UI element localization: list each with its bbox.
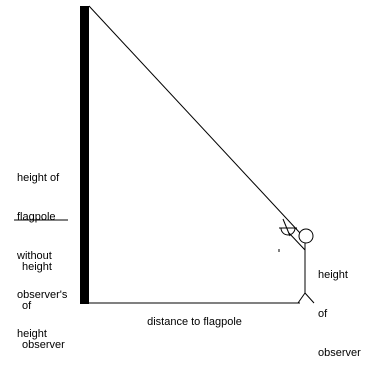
protractor-tick	[282, 218, 291, 237]
flagpole-height-label-line: observer's	[17, 289, 68, 301]
observer-height-label-left: height of observer	[22, 235, 65, 365]
observer-height-label-line: height	[22, 261, 52, 273]
observer-figure	[288, 228, 315, 304]
flagpole-height-label-line: flagpole	[17, 211, 56, 223]
observer-height-label-line: observer	[318, 347, 361, 359]
flagpole-diagram	[14, 5, 315, 304]
observer-head	[298, 228, 314, 244]
flagpole-height-label-line: height of	[17, 172, 60, 184]
observer-height-label-right: height of observer	[318, 243, 361, 373]
sighting-instrument	[279, 218, 297, 237]
observer-height-label-line: of	[318, 308, 328, 320]
observer-height-label-line: of	[22, 300, 32, 312]
protractor-arc	[280, 227, 296, 236]
observer-leg-right	[304, 292, 315, 304]
distance-label: distance to flagpole	[147, 316, 242, 328]
observer-leg-left	[297, 292, 306, 304]
flagpole	[80, 6, 89, 304]
sight-line	[88, 5, 301, 234]
observer-height-label-line: observer	[22, 339, 65, 351]
observer-arm	[288, 232, 306, 251]
observer-height-label-line: height	[318, 269, 348, 281]
flagpole-height-label-line: without	[17, 250, 52, 262]
